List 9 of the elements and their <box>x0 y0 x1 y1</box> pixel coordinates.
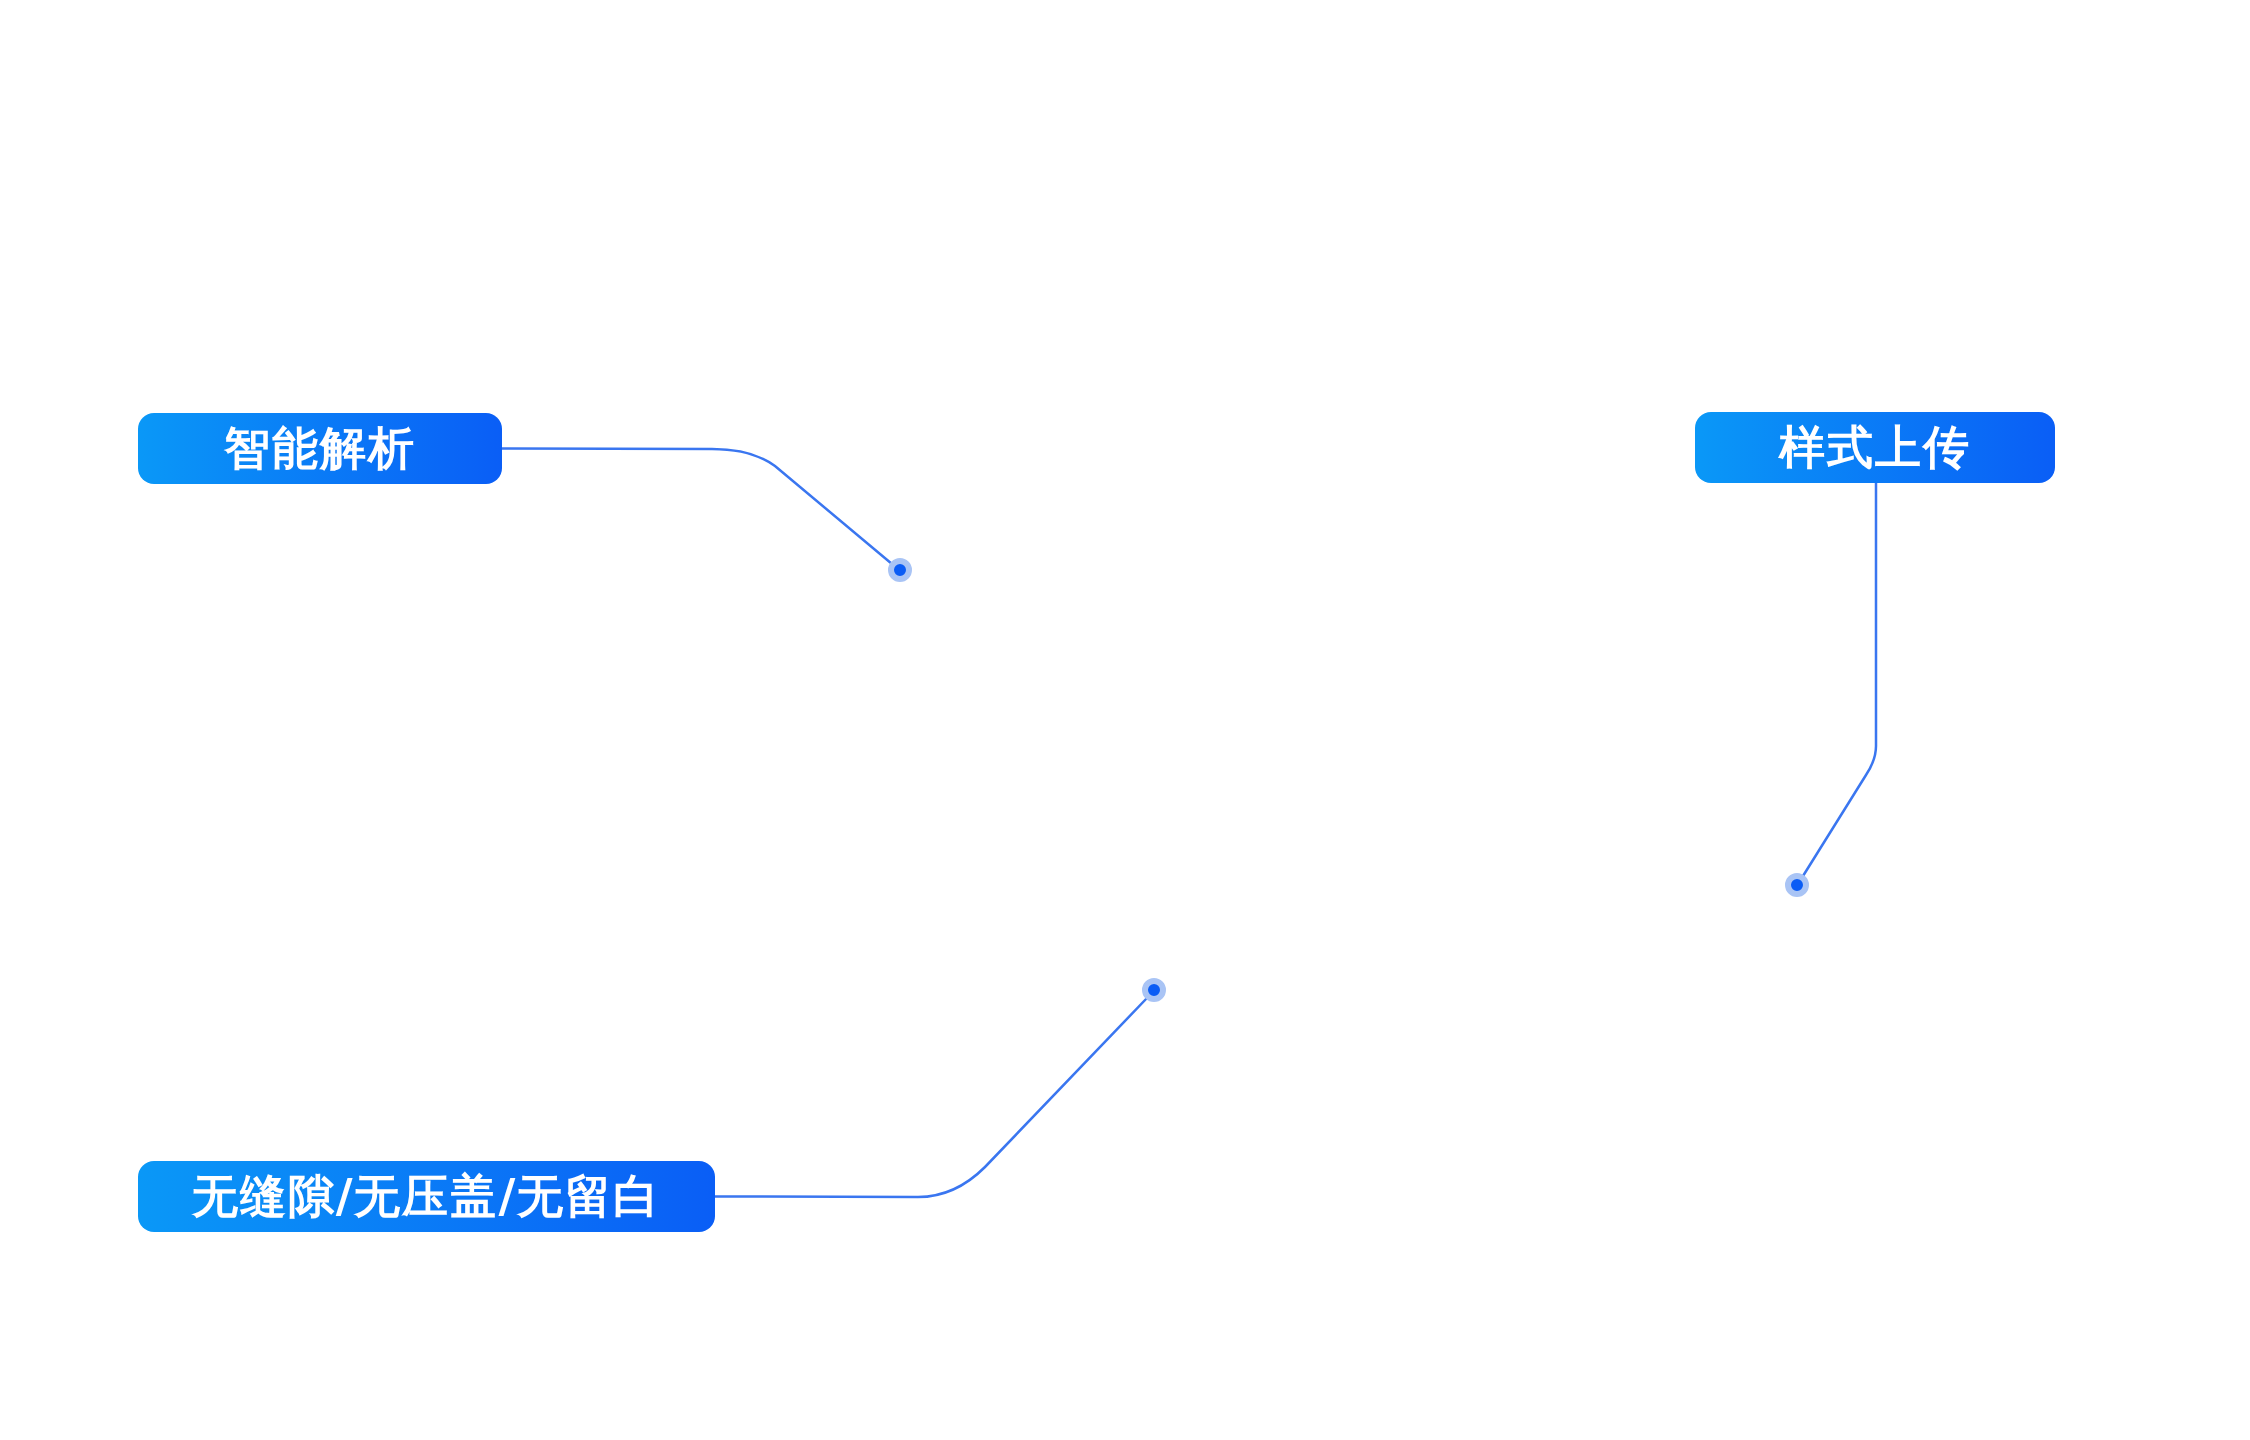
callout-label: 样式上传 <box>1695 412 2055 483</box>
marker-dot <box>888 558 912 582</box>
marker-dot <box>1785 873 1809 897</box>
callout-label: 智能解析 <box>138 413 502 484</box>
leader-line <box>502 447 893 565</box>
marker-dot <box>1142 978 1166 1002</box>
leader-line <box>715 997 1148 1199</box>
leader-line <box>1801 483 1878 877</box>
callout-label: 无缝隙/无压盖/无留白 <box>138 1161 715 1232</box>
